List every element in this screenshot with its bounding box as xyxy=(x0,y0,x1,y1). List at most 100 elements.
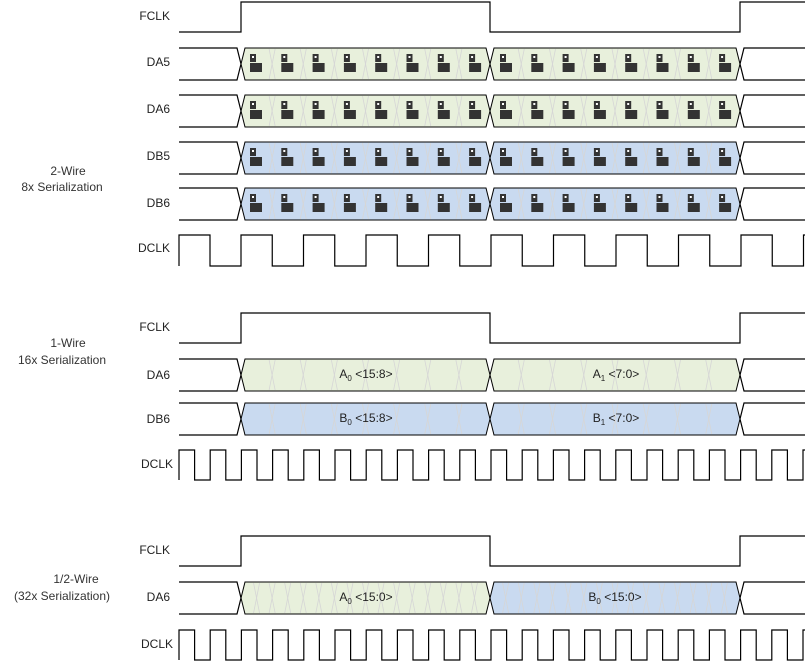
s2-da6-idle-right xyxy=(739,358,805,392)
s1-db6-bit-2 xyxy=(312,194,325,212)
s1-da5-bit-bot-3 xyxy=(343,63,356,72)
s1-db6-bit-7 xyxy=(469,194,482,212)
s1-da5-bit-2 xyxy=(312,54,325,72)
s1-db5-bit-hole-12 xyxy=(627,150,630,152)
s1-da5-div2-1-6 xyxy=(674,48,681,80)
s1-db5-bit-hole-9 xyxy=(533,150,536,152)
s1-db6-bit-hole-2 xyxy=(314,196,317,198)
s2-db6-div2-1-6 xyxy=(674,403,681,435)
s1-db6-bit-bot-11 xyxy=(593,203,606,212)
s1-db5-bit-14 xyxy=(687,148,700,166)
s1-da6-bit-bot-10 xyxy=(562,110,575,119)
s1-db6-bit-hole-15 xyxy=(721,196,724,198)
s2-db6-div2-0-1 xyxy=(268,403,276,435)
s1-da6-div2-1-1 xyxy=(517,95,525,127)
s3-da6-div2-0-10 xyxy=(393,582,401,614)
s1-da6-div2-1-7 xyxy=(705,95,713,127)
s1-da6-bit-hole-13 xyxy=(658,103,661,105)
s1-da6-bit-5 xyxy=(406,101,419,119)
s1-db5-div2-1-5 xyxy=(642,142,650,174)
s1-db5-bit-hole-8 xyxy=(502,150,504,152)
s1-da5-bit-hole-4 xyxy=(377,56,380,58)
s1-db6-div2-1-5 xyxy=(642,188,650,220)
s1-db5-bit-hole-7 xyxy=(471,150,474,152)
s1-da5-bit-5 xyxy=(406,54,419,72)
s1-db6-div2-0-1 xyxy=(268,188,276,220)
s1-da6-bit-hole-1 xyxy=(283,103,286,105)
s1-da5-bit-4 xyxy=(375,54,388,72)
s1-da6-bit-9 xyxy=(531,101,544,119)
s1-da6-bit-bot-13 xyxy=(656,110,669,119)
section2-caption-line2: 16x Serialization xyxy=(18,353,106,367)
s1-da5-bit-hole-15 xyxy=(721,56,724,58)
s1-db5-bit-3 xyxy=(343,148,356,166)
s1-da6-bit-bot-2 xyxy=(312,110,325,119)
s1-dclk-wave xyxy=(178,234,805,267)
s1-da6-bit-bot-3 xyxy=(343,110,356,119)
s1-da6-bit-hole-11 xyxy=(595,103,598,105)
s2-db6-label: DB6 xyxy=(147,412,171,426)
s1-da6-bit-7 xyxy=(469,101,482,119)
s3-da6-div2-0-8 xyxy=(362,582,369,614)
s1-da6-bit-15 xyxy=(719,101,732,119)
s1-da5-bit-bot-8 xyxy=(500,63,512,72)
s2-da6-div2-0-1 xyxy=(268,359,276,391)
s1-da6-bit-bot-0 xyxy=(250,110,262,119)
s1-da5-bit-7 xyxy=(469,54,482,72)
s2-da6-div2-0-2 xyxy=(299,359,307,391)
s1-da6-bit-hole-9 xyxy=(533,103,536,105)
s1-db5-div2-0-1 xyxy=(268,142,276,174)
s1-db6-bit-hole-12 xyxy=(627,196,630,198)
s1-da5-bit-14 xyxy=(687,54,700,72)
s1-db6-bit-bot-8 xyxy=(500,203,512,212)
s1-da5-bit-0 xyxy=(250,54,262,72)
s1-da5-bit-bot-5 xyxy=(406,63,419,72)
s1-db6-bit-5 xyxy=(406,194,419,212)
s1-db5-bit-hole-13 xyxy=(658,150,661,152)
section1-caption-line1: 2-Wire xyxy=(50,164,86,178)
s1-dclk-label: DCLK xyxy=(138,241,170,255)
s1-da6-bit-bot-7 xyxy=(469,110,482,119)
s3-da6-div2-0-6 xyxy=(330,582,338,614)
s1-db6-div2-1-4 xyxy=(611,188,619,220)
s2-dclk-label: DCLK xyxy=(141,457,173,471)
s1-db6-bit-hole-1 xyxy=(283,196,286,198)
s1-db6-bit-hole-9 xyxy=(533,196,536,198)
s1-db5-bit-hole-3 xyxy=(345,150,348,152)
s1-db6-idle-right xyxy=(739,187,805,221)
s1-db5-bit-bot-14 xyxy=(687,157,700,166)
s1-da6-bit-bot-4 xyxy=(375,110,388,119)
s3-da6-div2-1-7 xyxy=(595,582,603,614)
s1-db5-div2-1-4 xyxy=(611,142,619,174)
s3-da6-div2-1-9 xyxy=(627,582,635,614)
s2-da6-word-0: A0 <15:8> xyxy=(339,367,392,383)
s1-db6-bit-bot-6 xyxy=(437,203,450,212)
s2-db6-div2-1-2 xyxy=(549,403,556,435)
s1-da5-bit-11 xyxy=(593,54,606,72)
s1-db5-bit-bot-15 xyxy=(719,157,732,166)
s1-da5-bit-13 xyxy=(656,54,669,72)
s1-db5-bit-hole-15 xyxy=(721,150,724,152)
s1-db6-bit-14 xyxy=(687,194,700,212)
s3-da6-div2-1-3 xyxy=(533,582,541,614)
s1-db5-idle-left xyxy=(179,141,242,175)
bus-layer xyxy=(240,47,741,615)
s3-da6-label: DA6 xyxy=(147,590,171,604)
s1-da6-div2-0-5 xyxy=(393,95,401,127)
s1-da5-bit-bot-7 xyxy=(469,63,482,72)
s1-da5-div2-0-7 xyxy=(455,48,463,80)
s1-db6-bit-3 xyxy=(343,194,356,212)
s1-da6-bit-hole-0 xyxy=(252,103,254,105)
s3-da6-div2-1-12 xyxy=(674,582,681,614)
s1-db5-bit-hole-11 xyxy=(595,150,598,152)
s1-da6-bit-hole-8 xyxy=(502,103,504,105)
s1-db5-div2-1-1 xyxy=(517,142,525,174)
s1-fclk-wave xyxy=(179,1,805,33)
section1-caption-line2: 8x Serialization xyxy=(21,180,102,194)
s2-db6-word-0: B0 <15:8> xyxy=(339,411,392,427)
s1-da6-bit-bot-15 xyxy=(719,110,732,119)
s1-da6-div2-1-4 xyxy=(611,95,619,127)
s1-db5-bit-12 xyxy=(625,148,638,166)
s1-db5-div2-0-6 xyxy=(424,142,432,174)
s1-db6-div2-0-2 xyxy=(299,188,307,220)
